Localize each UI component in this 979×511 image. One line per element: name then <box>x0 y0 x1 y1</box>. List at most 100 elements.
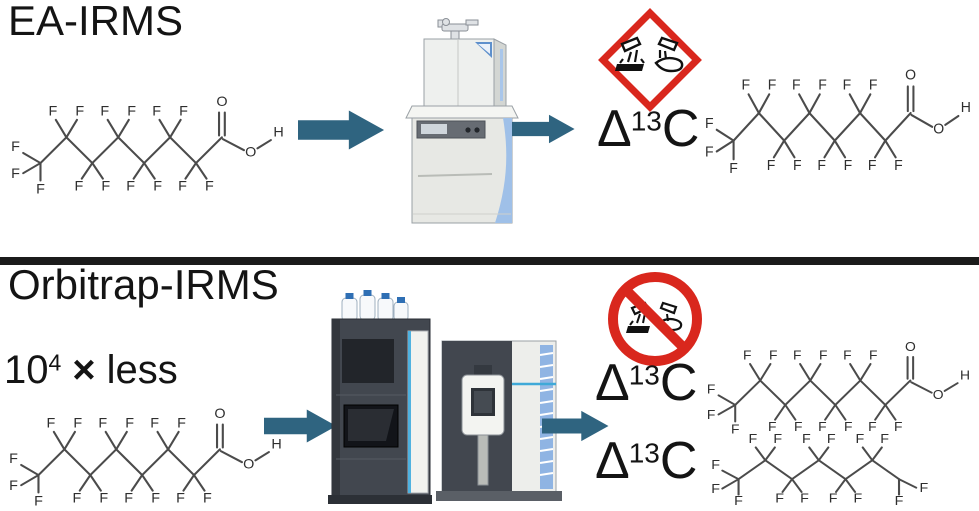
svg-text:H: H <box>960 368 970 383</box>
svg-text:F: F <box>800 491 809 505</box>
svg-text:F: F <box>711 482 720 496</box>
svg-text:F: F <box>827 432 836 446</box>
svg-text:F: F <box>819 348 827 363</box>
svg-text:F: F <box>9 477 18 493</box>
delta-13c-label: Δ13C <box>597 100 699 158</box>
svg-text:F: F <box>767 158 776 174</box>
svg-text:F: F <box>919 481 928 495</box>
svg-text:F: F <box>768 77 777 93</box>
svg-text:F: F <box>894 158 903 174</box>
svg-text:F: F <box>729 161 738 177</box>
svg-text:O: O <box>245 144 256 160</box>
svg-text:F: F <box>100 103 109 119</box>
svg-text:F: F <box>843 77 852 93</box>
svg-text:F: F <box>768 419 776 434</box>
svg-text:F: F <box>868 419 876 434</box>
amount-base: 10 <box>4 348 49 392</box>
svg-text:F: F <box>11 165 20 181</box>
element-symbol: C <box>659 354 698 412</box>
svg-text:F: F <box>126 178 135 194</box>
svg-text:F: F <box>843 348 851 363</box>
svg-text:F: F <box>34 493 43 509</box>
svg-text:F: F <box>769 348 777 363</box>
lc-orbitrap-instrument-illustration <box>326 288 566 510</box>
svg-text:F: F <box>707 382 715 397</box>
svg-text:F: F <box>794 419 802 434</box>
svg-text:O: O <box>243 456 254 472</box>
svg-text:F: F <box>844 419 852 434</box>
svg-text:F: F <box>855 432 864 446</box>
svg-text:F: F <box>11 138 20 154</box>
svg-text:F: F <box>793 348 801 363</box>
svg-text:H: H <box>961 100 971 116</box>
isotope-superscript: 13 <box>628 437 660 469</box>
svg-text:F: F <box>895 494 904 508</box>
svg-text:F: F <box>818 419 826 434</box>
svg-text:F: F <box>124 490 133 506</box>
svg-text:F: F <box>731 422 739 437</box>
svg-text:F: F <box>711 458 720 472</box>
svg-text:F: F <box>707 407 715 422</box>
svg-text:F: F <box>869 348 877 363</box>
right-arrow-icon <box>298 107 386 153</box>
sample-amount-label: 104×less <box>4 348 178 393</box>
svg-text:F: F <box>734 494 743 508</box>
svg-text:F: F <box>177 415 186 431</box>
svg-text:F: F <box>178 178 187 194</box>
svg-text:F: F <box>152 103 161 119</box>
right-arrow-icon <box>264 402 338 450</box>
svg-text:F: F <box>153 178 162 194</box>
svg-text:F: F <box>72 490 81 506</box>
element-symbol: C <box>659 432 698 490</box>
svg-text:F: F <box>741 77 750 93</box>
panel-divider <box>0 257 979 265</box>
svg-text:O: O <box>214 405 225 421</box>
svg-text:H: H <box>273 124 283 140</box>
svg-text:F: F <box>775 491 784 505</box>
amount-word: less <box>106 348 178 392</box>
svg-text:F: F <box>73 415 82 431</box>
delta-symbol: Δ <box>597 100 632 158</box>
svg-text:F: F <box>101 178 110 194</box>
svg-text:F: F <box>869 77 878 93</box>
svg-text:F: F <box>47 415 56 431</box>
isotope-superscript: 13 <box>630 105 662 137</box>
svg-text:F: F <box>127 103 136 119</box>
svg-text:O: O <box>216 93 227 109</box>
svg-text:F: F <box>125 415 134 431</box>
svg-text:F: F <box>818 77 827 93</box>
ea-irms-title: EA-IRMS <box>8 0 184 44</box>
svg-text:F: F <box>793 158 802 174</box>
svg-text:F: F <box>151 490 160 506</box>
svg-text:F: F <box>176 490 185 506</box>
delta-symbol: Δ <box>595 432 630 490</box>
right-arrow-icon <box>512 110 576 148</box>
svg-text:F: F <box>74 178 83 194</box>
orbitrap-irms-title: Orbitrap-IRMS <box>8 261 279 308</box>
svg-text:F: F <box>829 491 838 505</box>
svg-text:O: O <box>933 121 944 137</box>
svg-text:F: F <box>705 116 714 132</box>
svg-text:F: F <box>203 490 212 506</box>
svg-text:F: F <box>705 144 714 160</box>
svg-text:F: F <box>854 491 863 505</box>
svg-text:F: F <box>743 348 751 363</box>
svg-text:F: F <box>150 415 159 431</box>
ea-irms-instrument-illustration <box>382 16 520 236</box>
svg-text:F: F <box>205 178 214 194</box>
svg-text:F: F <box>773 432 782 446</box>
svg-text:F: F <box>802 432 811 446</box>
svg-text:F: F <box>98 415 107 431</box>
svg-text:F: F <box>844 158 853 174</box>
svg-text:H: H <box>271 436 281 452</box>
svg-text:F: F <box>880 432 889 446</box>
svg-text:F: F <box>894 419 902 434</box>
svg-text:F: F <box>75 103 84 119</box>
ghs-corrosive-icon <box>597 7 703 113</box>
